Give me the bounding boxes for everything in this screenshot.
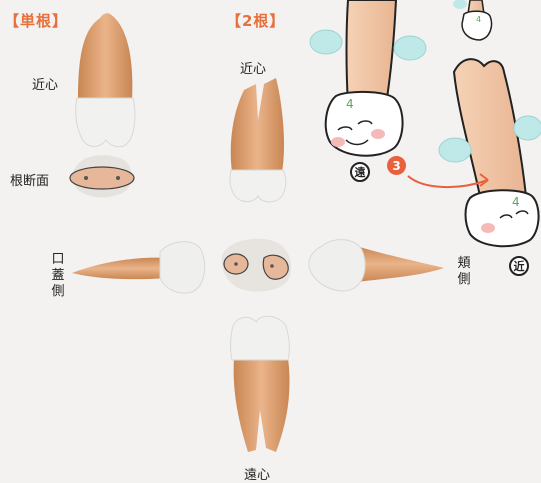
tooth-number-3: 4 (512, 195, 520, 209)
label-distal: 遠心 (244, 464, 270, 483)
character-tooth-distal (310, 0, 426, 156)
two-root-heading: 【2根】 (226, 10, 285, 31)
two-root-tooth-mesial (230, 78, 286, 202)
label-mesial-single: 近心 (32, 74, 58, 93)
single-root-tooth-lingual (72, 242, 205, 293)
single-root-heading: 【単根】 (4, 10, 68, 31)
two-root-tooth-distal (231, 316, 290, 452)
tooth-number-2: 4 (476, 15, 481, 24)
single-root-tooth-mesial (76, 13, 135, 147)
root-cross-section (70, 155, 134, 197)
mesial-badge: 近 (509, 256, 529, 276)
character-tooth-small (453, 0, 492, 40)
tooth-number-1: 4 (346, 97, 354, 111)
distal-badge: 遠 (350, 162, 370, 182)
label-buccal: 頬側 (456, 256, 472, 288)
character-tooth-mesial (439, 59, 541, 246)
two-root-tooth-buccal (309, 240, 444, 291)
label-root-section: 根断面 (10, 170, 49, 189)
occlusal-center (222, 239, 291, 292)
label-mesial-two: 近心 (240, 58, 266, 77)
step-number-badge: 3 (387, 156, 406, 175)
label-lingual: 口蓋側 (50, 252, 66, 300)
